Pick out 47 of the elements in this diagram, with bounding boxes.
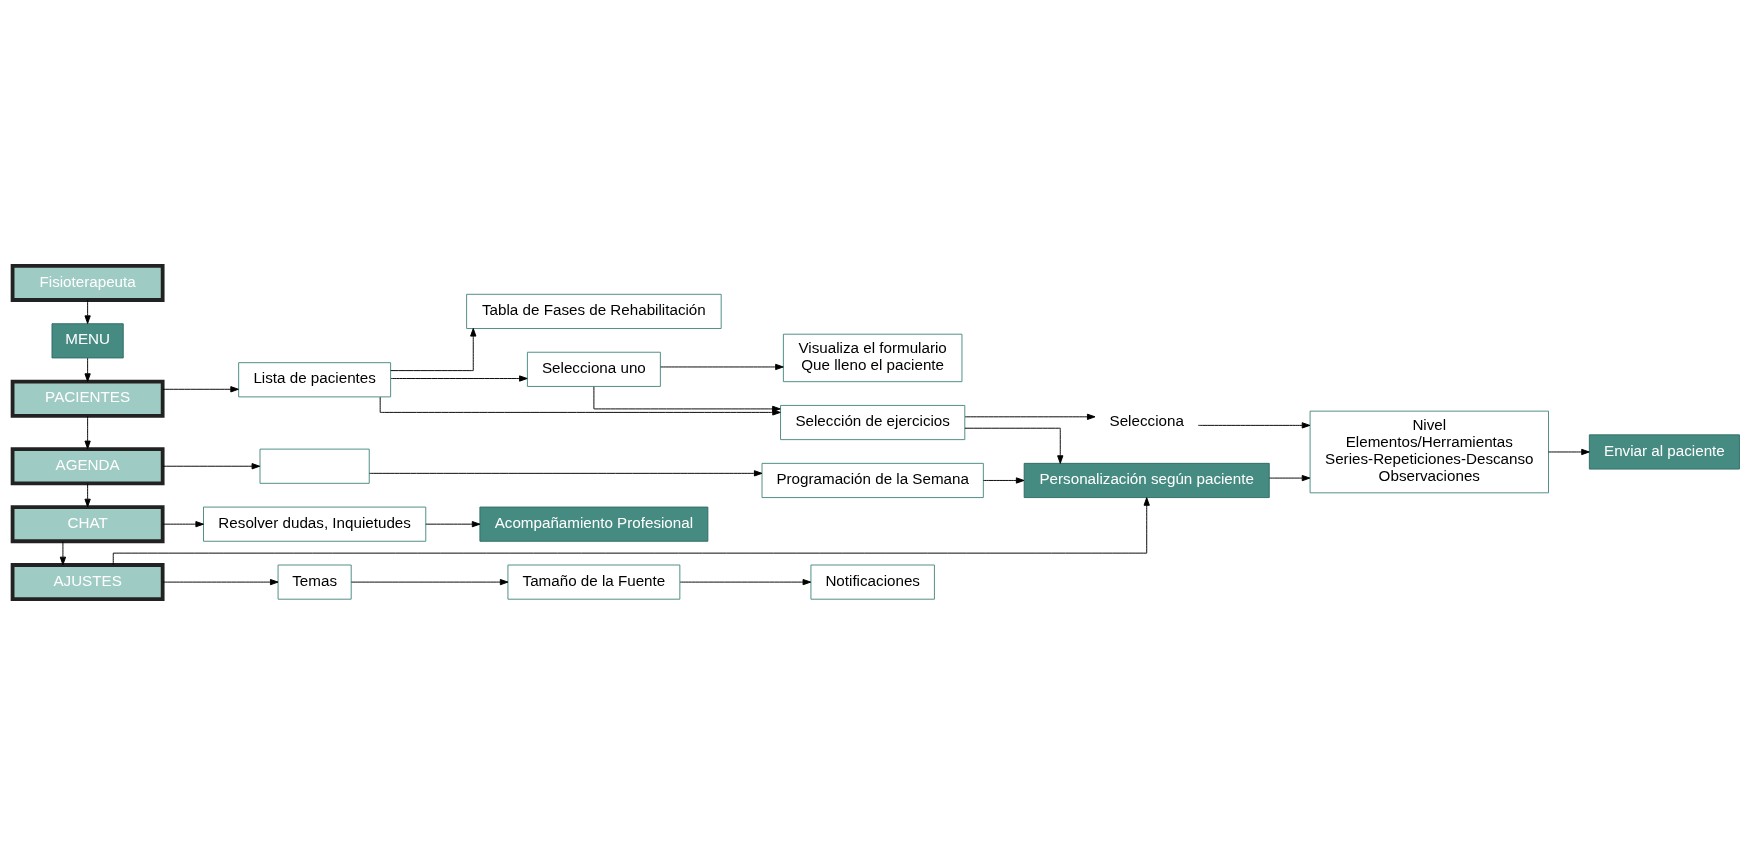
node-box: Tabla de Fases de Rehabilitación: [466, 293, 722, 329]
arrow: [964, 427, 1064, 464]
arrow: [982, 476, 1025, 484]
arrow: [379, 396, 781, 416]
arrow: [84, 357, 91, 382]
node-box: Tamaño de la Fuente: [507, 564, 681, 600]
arrow: [162, 385, 239, 392]
arrow: [84, 299, 91, 324]
node-box: Selección de ejercicios: [780, 404, 966, 440]
node-box: PACIENTES: [10, 379, 165, 418]
node-text: Selecciona: [1109, 411, 1184, 429]
node-box: Visualiza el formulario Que lleno el paciente: [782, 333, 963, 382]
node-box: Nivel Elementos/Herramientas Series-Repeticiones-Descanso Observaciones: [1309, 410, 1549, 493]
node-box: [259, 448, 370, 484]
node-box: Lista de pacientes: [238, 361, 392, 397]
node-box: AJUSTES: [10, 562, 165, 601]
arrow: [162, 520, 204, 527]
node-box: Personalización según paciente: [1023, 462, 1270, 498]
arrow: [660, 363, 784, 370]
arrow: [390, 374, 528, 382]
arrow: [162, 462, 261, 469]
arrow: [679, 578, 812, 585]
arrow: [1548, 448, 1590, 455]
arrow: [350, 578, 509, 585]
arrow: [59, 540, 67, 565]
arrow: [593, 385, 781, 412]
node-box: Programación de la Semana: [761, 462, 984, 498]
node-box: Temas: [277, 564, 352, 600]
node-box: Resolver dudas, Inquietudes: [203, 506, 427, 542]
node-box: MENU: [51, 322, 124, 358]
arrow: [162, 578, 279, 585]
arrow: [964, 413, 1096, 420]
arrow: [1268, 474, 1311, 481]
node-box: Fisioterapeuta: [10, 263, 165, 302]
node-box: AGENDA: [10, 446, 165, 485]
node-box: CHAT: [10, 504, 165, 543]
node-box: Enviar al paciente: [1588, 433, 1740, 470]
arrow: [390, 327, 477, 371]
node-box: Acompañamiento Profesional: [479, 506, 709, 542]
node-box: Selecciona uno: [526, 351, 661, 387]
arrow: [84, 415, 91, 449]
node-box: Notificaciones: [810, 564, 935, 600]
arrow: [84, 482, 91, 507]
arrow: [1197, 421, 1311, 428]
arrow: [425, 520, 481, 527]
arrow: [112, 496, 1150, 565]
arrow: [368, 469, 763, 476]
